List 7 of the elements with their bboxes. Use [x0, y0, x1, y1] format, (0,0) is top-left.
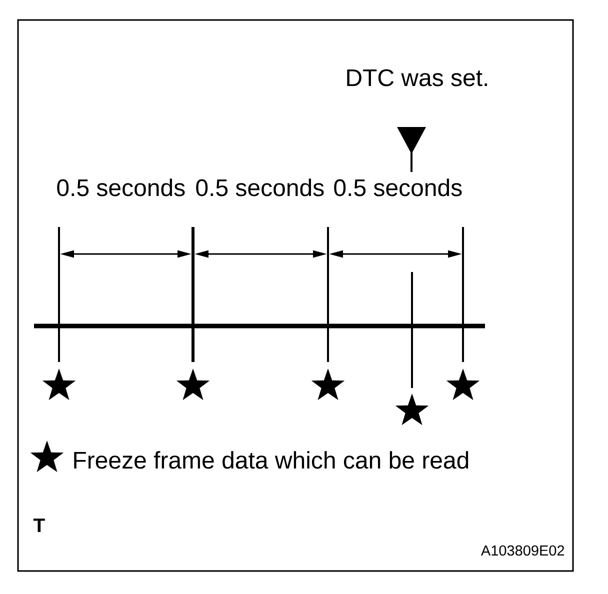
corner-letter: T	[33, 518, 45, 532]
annotation-text: DTC was set.	[347, 69, 488, 86]
dimension-label: 0.5 seconds	[57, 178, 185, 196]
dimension-label: 0.5 seconds	[196, 178, 324, 196]
figure-id: A103809E02	[480, 545, 564, 556]
dimension-label: 0.5 seconds	[334, 178, 462, 196]
legend-text: Freeze frame data which can be read	[74, 451, 468, 469]
